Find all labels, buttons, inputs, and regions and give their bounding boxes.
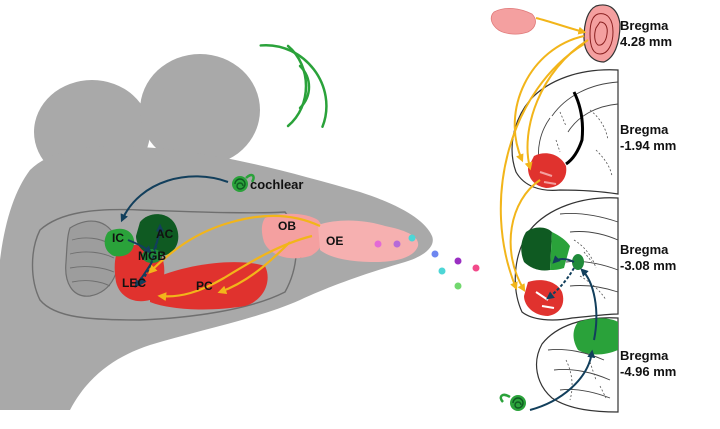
odor-particle [393,240,401,248]
olfactory-epithelium-region [318,220,419,262]
section-bregma-minus-1-94 [511,69,619,195]
odor-particle [454,282,462,290]
odor-particles [374,234,480,290]
odor-particle [438,267,446,275]
section-auditory-arrows [529,255,598,411]
label-mgb: MGB [138,249,166,263]
odor-particle [408,234,416,242]
bregma-value: -1.94 mm [620,138,677,153]
bregma-name: Bregma [620,122,669,137]
odor-particle [454,257,462,265]
auditory-cortex-section [521,227,552,271]
auditory-arrows [120,175,229,288]
bregma-label-1: Bregma 4.28 mm [620,18,718,50]
bregma-value: -3.08 mm [620,258,677,273]
label-cochlear: cochlear [250,177,303,192]
label-ic: IC [112,231,124,245]
bregma-label-2: Bregma -1.94 mm [620,122,718,154]
section-olfactory-arrows [499,35,589,293]
bregma-value: 4.28 mm [620,34,673,49]
cochlea-icon-lower [499,393,526,411]
olfactory-bulb-thumb [490,8,536,35]
cochlea-icon [232,173,255,192]
label-lec: LEC [122,276,146,290]
cerebellum-folds [69,237,115,287]
section-bregma-minus-4-96 [535,317,619,413]
sound-wave-icon [259,44,328,128]
bregma-name: Bregma [620,242,669,257]
bregma-value: -4.96 mm [620,364,677,379]
label-pc: PC [196,279,213,293]
odor-particle [472,264,480,272]
mgb-section [572,254,584,270]
bregma-name: Bregma [620,348,669,363]
inferior-colliculus-section [573,318,618,355]
odor-particle [431,250,439,258]
inferior-colliculus-region [104,228,135,257]
bregma-name: Bregma [620,18,669,33]
brain-outline [31,208,297,321]
section-bregma-4-28 [490,4,621,63]
label-ob: OB [278,219,296,233]
odor-particle [374,240,382,248]
bregma-label-4: Bregma -4.96 mm [620,348,718,380]
olfactory-arrows [148,214,321,301]
lec-section-highlight [528,153,567,188]
label-ac: AC [156,227,174,241]
label-oe: OE [326,234,343,248]
right-ear [140,54,260,166]
olfactory-bulb-region [261,213,324,259]
bregma-label-3: Bregma -3.08 mm [620,242,718,274]
